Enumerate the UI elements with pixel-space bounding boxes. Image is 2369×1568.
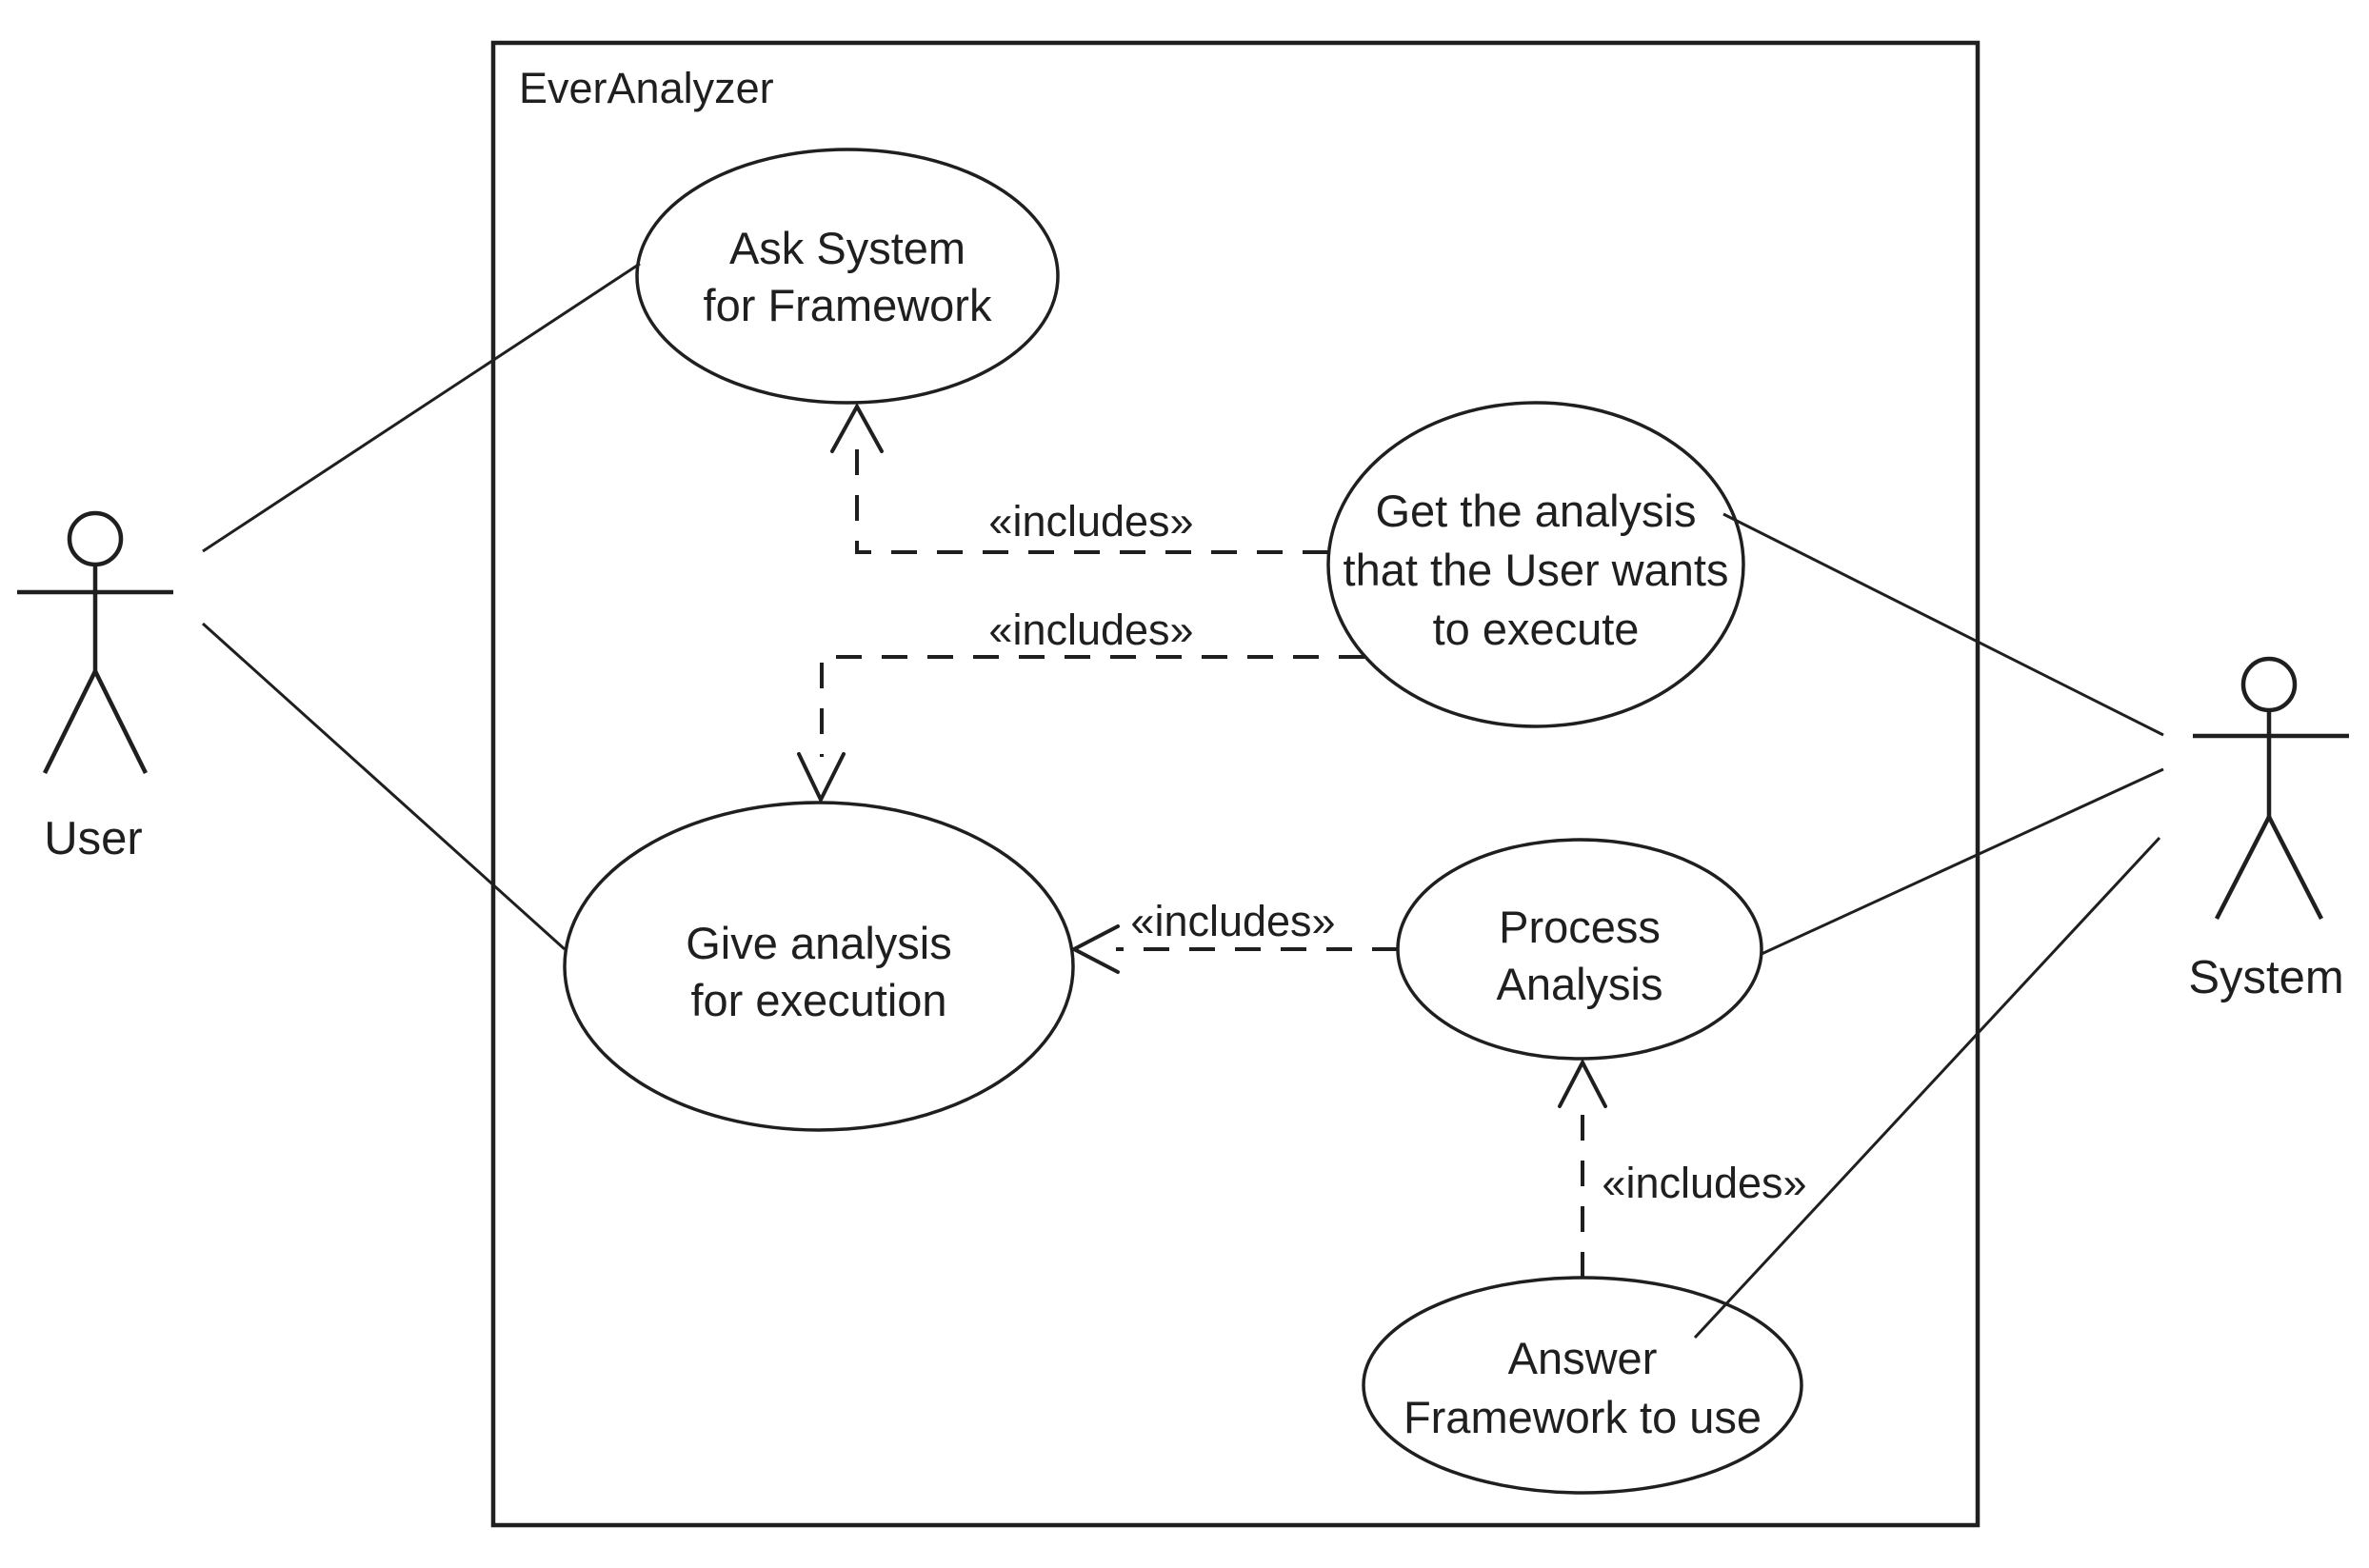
usecase-answer-framework-ellipse [1362,1276,1803,1495]
usecase-ask-framework-line2: for Framework [704,280,992,330]
association-user-ask-framework [202,262,641,553]
include-label-get-to-ask: «includes» [988,497,1193,546]
include-line-get-to-ask [855,447,1328,554]
system-boundary-box [490,40,1981,1528]
usecase-get-analysis-line1: Get the analysis [1375,486,1696,536]
usecase-get-analysis-line3: to execute [1433,604,1640,654]
user-actor-left-leg [42,670,98,774]
system-actor-icon [2193,656,2349,921]
user-actor-head [67,510,124,567]
system-actor-head [2240,656,2298,713]
system-actor-right-leg [2266,815,2324,921]
user-actor-label: User [44,813,142,864]
usecase-process-analysis: Process Analysis [1396,838,1763,1061]
include-label-process-to-give: «includes» [1130,897,1335,945]
usecase-get-analysis-ellipse [1326,401,1745,728]
system-actor-label: System [2188,952,2343,1003]
usecase-answer-framework-line1: Answer [1508,1333,1658,1383]
association-answer-framework-system [1693,836,2161,1340]
association-user-give-analysis [201,622,567,951]
user-actor-icon [17,510,173,774]
include-arrowhead-down-icon [797,752,846,804]
include-arrowhead-left-icon [1069,924,1120,974]
include-label-answer-to-process: «includes» [1602,1159,1806,1207]
include-arrowhead-up-icon [830,402,884,453]
association-process-analysis-system [1761,767,2164,956]
usecase-answer-framework-line2: Framework to use [1403,1392,1762,1442]
usecase-process-analysis-line2: Analysis [1496,959,1662,1009]
usecase-ask-framework-line1: Ask System [729,223,966,273]
include-label-get-to-give: «includes» [988,605,1193,654]
usecase-give-analysis-ellipse [563,801,1075,1132]
usecase-answer-framework: Answer Framework to use [1362,1276,1803,1495]
usecase-get-analysis: Get the analysis that the User wants to … [1326,401,1745,728]
usecase-give-analysis-line2: for execution [690,975,946,1025]
usecase-ask-framework: Ask System for Framework [635,148,1060,405]
usecase-process-analysis-ellipse [1396,838,1763,1061]
usecase-give-analysis: Give analysis for execution [563,801,1075,1132]
usecase-process-analysis-line1: Process [1499,902,1661,952]
system-actor-left-leg [2214,815,2272,921]
include-arrowhead-up2-icon [1558,1058,1607,1108]
usecase-get-analysis-line2: that the User wants [1344,545,1729,595]
association-get-analysis-system [1722,512,2164,737]
include-line-get-to-give [820,655,1364,757]
usecase-ask-framework-ellipse [635,148,1060,405]
usecase-give-analysis-line1: Give analysis [686,918,952,968]
user-actor-right-leg [92,670,149,774]
system-boundary-title: EverAnalyzer [519,64,774,112]
